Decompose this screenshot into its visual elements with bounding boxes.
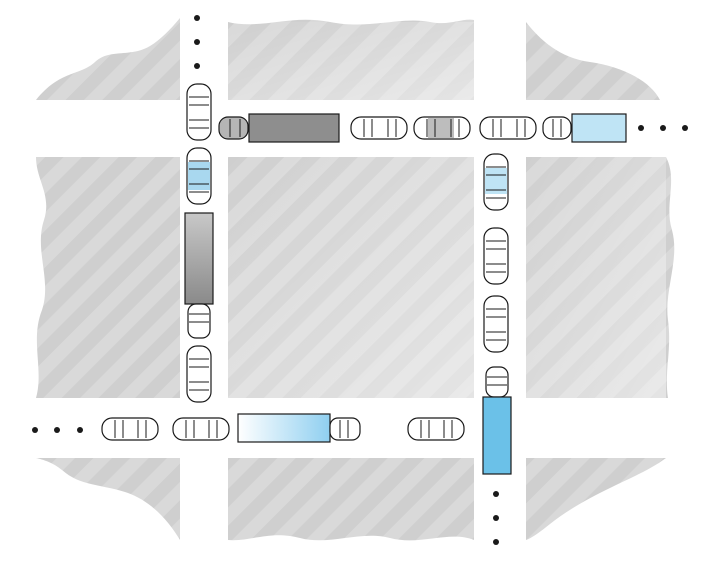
car-blue xyxy=(186,147,212,205)
car-white xyxy=(101,417,159,441)
dots-bottom-right xyxy=(493,491,499,545)
dots-top-right xyxy=(638,125,688,131)
truck-blue-horizontal xyxy=(237,413,361,443)
car-white xyxy=(350,116,408,140)
truck-blue-vertical xyxy=(482,366,512,475)
city-block-top-right xyxy=(526,22,660,100)
city-block-bottom-center xyxy=(228,458,474,541)
truck-dark-gray xyxy=(248,113,340,143)
left-road-vehicles xyxy=(184,83,214,403)
top-road-vehicles xyxy=(218,113,627,143)
right-road-vehicles xyxy=(482,153,512,475)
truck-blue xyxy=(542,113,627,143)
city-block-bottom-left xyxy=(36,458,180,540)
city-blocks xyxy=(36,18,675,541)
truck-gray-vertical xyxy=(184,212,214,339)
continuation-dots xyxy=(32,15,688,545)
city-block-middle-left xyxy=(36,157,180,398)
dots-bottom-left xyxy=(32,427,83,433)
car-white xyxy=(186,345,212,403)
city-block-top-left xyxy=(36,18,180,100)
car-white xyxy=(407,417,465,441)
city-block-bottom-right xyxy=(526,458,666,540)
car-gray-small xyxy=(218,116,249,140)
bottom-road-vehicles xyxy=(101,413,465,443)
car-white xyxy=(483,295,509,353)
car-white xyxy=(186,83,212,141)
car-blue xyxy=(483,153,509,211)
car-white xyxy=(172,417,230,441)
car-gray xyxy=(413,116,471,140)
dots-top-left xyxy=(194,15,200,69)
car-white xyxy=(483,227,509,285)
car-white xyxy=(479,116,537,140)
